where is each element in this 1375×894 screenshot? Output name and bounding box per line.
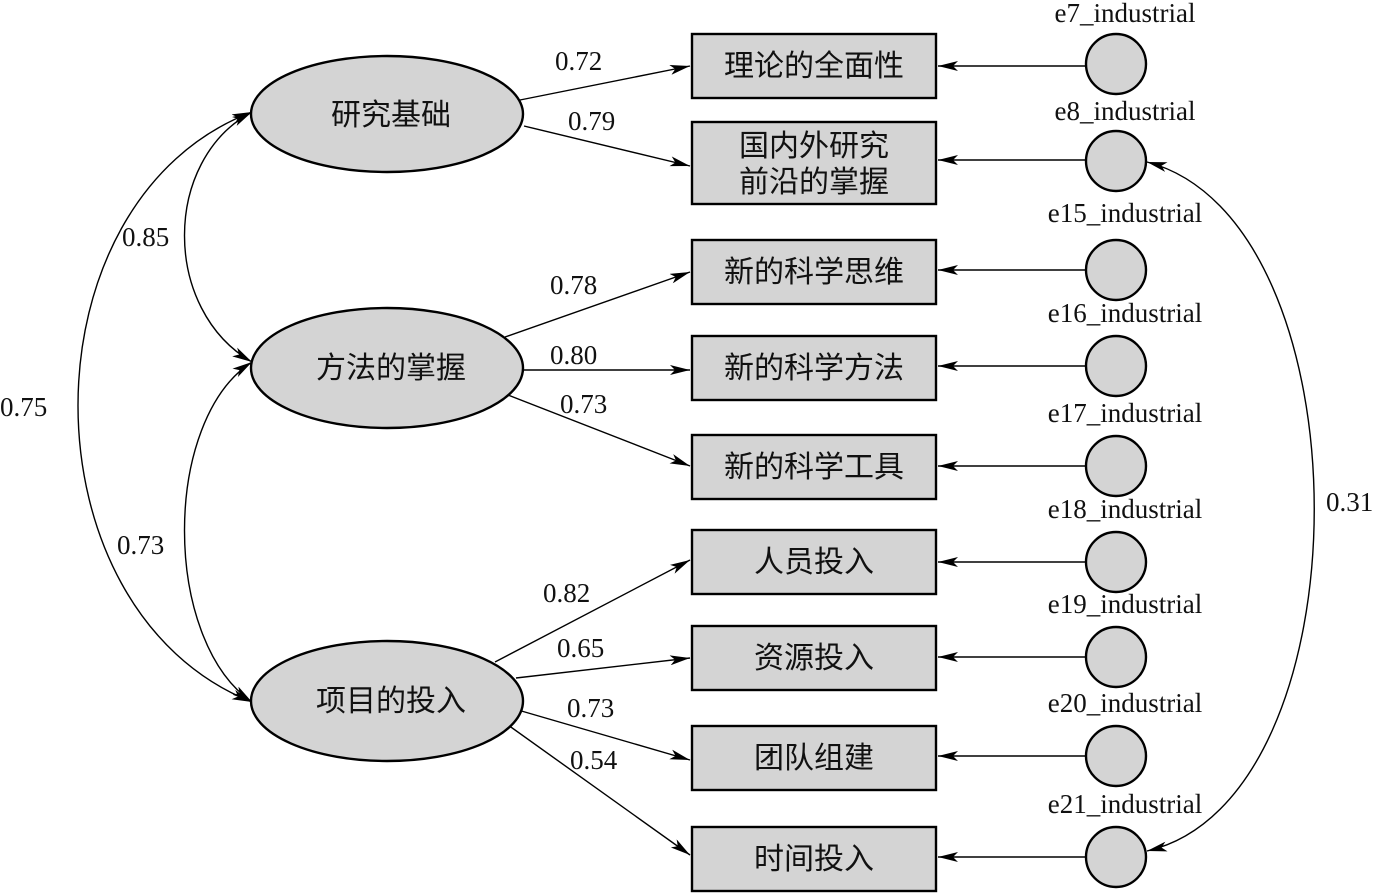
error-term-e21: e21_industrial: [1048, 789, 1202, 889]
error-covariance-label-e8-e21: 0.31: [1326, 487, 1373, 517]
indicator-box-i7: 资源投入: [690, 624, 938, 692]
loading-arrow-i2: [523, 125, 691, 167]
loading-label-i4: 0.80: [550, 340, 597, 370]
error-term-e15: e15_industrial: [1048, 198, 1202, 302]
loading-arrow-i5: [507, 394, 691, 467]
error-term-e8: e8_industrial: [1055, 96, 1196, 193]
error-label: e15_industrial: [1048, 198, 1202, 228]
error-label: e19_industrial: [1048, 589, 1202, 619]
indicator-label: 新的科学工具: [724, 450, 904, 485]
loading-label-i2: 0.79: [568, 106, 615, 136]
indicator-box-i6: 人员投入: [690, 528, 938, 596]
loading-arrow-i8: [517, 709, 691, 761]
indicator-box-i1: 理论的全面性: [690, 32, 938, 100]
covariance-curve-l1-l3: [77, 111, 253, 703]
loading-arrow-i7: [515, 655, 691, 679]
indicator-box-i3: 新的科学思维: [690, 238, 938, 306]
error-label: e16_industrial: [1048, 298, 1202, 328]
error-term-e7: e7_industrial: [1055, 0, 1196, 96]
error-term-e17: e17_industrial: [1048, 398, 1202, 498]
covariance-label-l2-l3: 0.73: [117, 530, 164, 560]
error-label: e18_industrial: [1048, 494, 1202, 524]
indicator-label: 新的科学方法: [724, 351, 904, 386]
indicator-label-line2: 前沿的掌握: [739, 165, 889, 200]
error-covariance-curve-e8-e21: [1146, 161, 1315, 852]
loading-arrow-i9: [507, 724, 691, 856]
covariance-curve-l2-l3: [183, 361, 253, 703]
loading-label-i9: 0.54: [570, 745, 618, 775]
loading-label-i7: 0.65: [557, 633, 604, 663]
latent-label: 方法的掌握: [316, 351, 466, 386]
indicator-label: 资源投入: [754, 641, 874, 676]
indicator-label: 时间投入: [754, 842, 874, 877]
error-label: e7_industrial: [1055, 0, 1196, 28]
indicator-label: 团队组建: [754, 741, 874, 776]
indicator-label: 新的科学思维: [724, 255, 904, 290]
loading-label-i3: 0.78: [550, 270, 597, 300]
covariance-label-l1-l2: 0.85: [122, 222, 169, 252]
indicator-label: 理论的全面性: [724, 49, 904, 84]
error-term-e19: e19_industrial: [1048, 589, 1202, 689]
loading-arrow-i1: [519, 65, 691, 101]
latent-label: 研究基础: [331, 98, 451, 133]
loading-arrow-i6: [494, 559, 691, 663]
covariance-curve-l1-l2: [183, 111, 253, 363]
loading-label-i5: 0.73: [560, 389, 607, 419]
indicator-label-line1: 国内外研究: [739, 129, 889, 164]
error-term-e16: e16_industrial: [1048, 298, 1202, 398]
indicator-box-i9: 时间投入: [690, 825, 938, 893]
indicator-box-i5: 新的科学工具: [690, 433, 938, 501]
indicator-box-i2: 国内外研究 前沿的掌握: [690, 120, 938, 206]
loading-label-i8: 0.73: [567, 693, 614, 723]
covariance-label-l1-l3: 0.75: [0, 392, 47, 422]
latent-factor-project-investment: 项目的投入: [249, 639, 525, 763]
error-label: e20_industrial: [1048, 688, 1202, 718]
error-label: e8_industrial: [1055, 96, 1196, 126]
latent-label: 项目的投入: [316, 684, 466, 719]
loading-label-i6: 0.82: [543, 578, 590, 608]
error-label: e17_industrial: [1048, 398, 1202, 428]
error-label: e21_industrial: [1048, 789, 1202, 819]
indicator-box-i4: 新的科学方法: [690, 334, 938, 402]
error-term-e20: e20_industrial: [1048, 688, 1202, 788]
latent-factor-method-mastery: 方法的掌握: [249, 306, 525, 430]
loading-arrow-i3: [504, 271, 691, 338]
latent-factor-research-basis: 研究基础: [249, 54, 525, 174]
indicator-box-i8: 团队组建: [690, 724, 938, 792]
error-term-e18: e18_industrial: [1048, 494, 1202, 594]
loading-label-i1: 0.72: [555, 46, 602, 76]
indicator-label: 人员投入: [754, 545, 874, 580]
